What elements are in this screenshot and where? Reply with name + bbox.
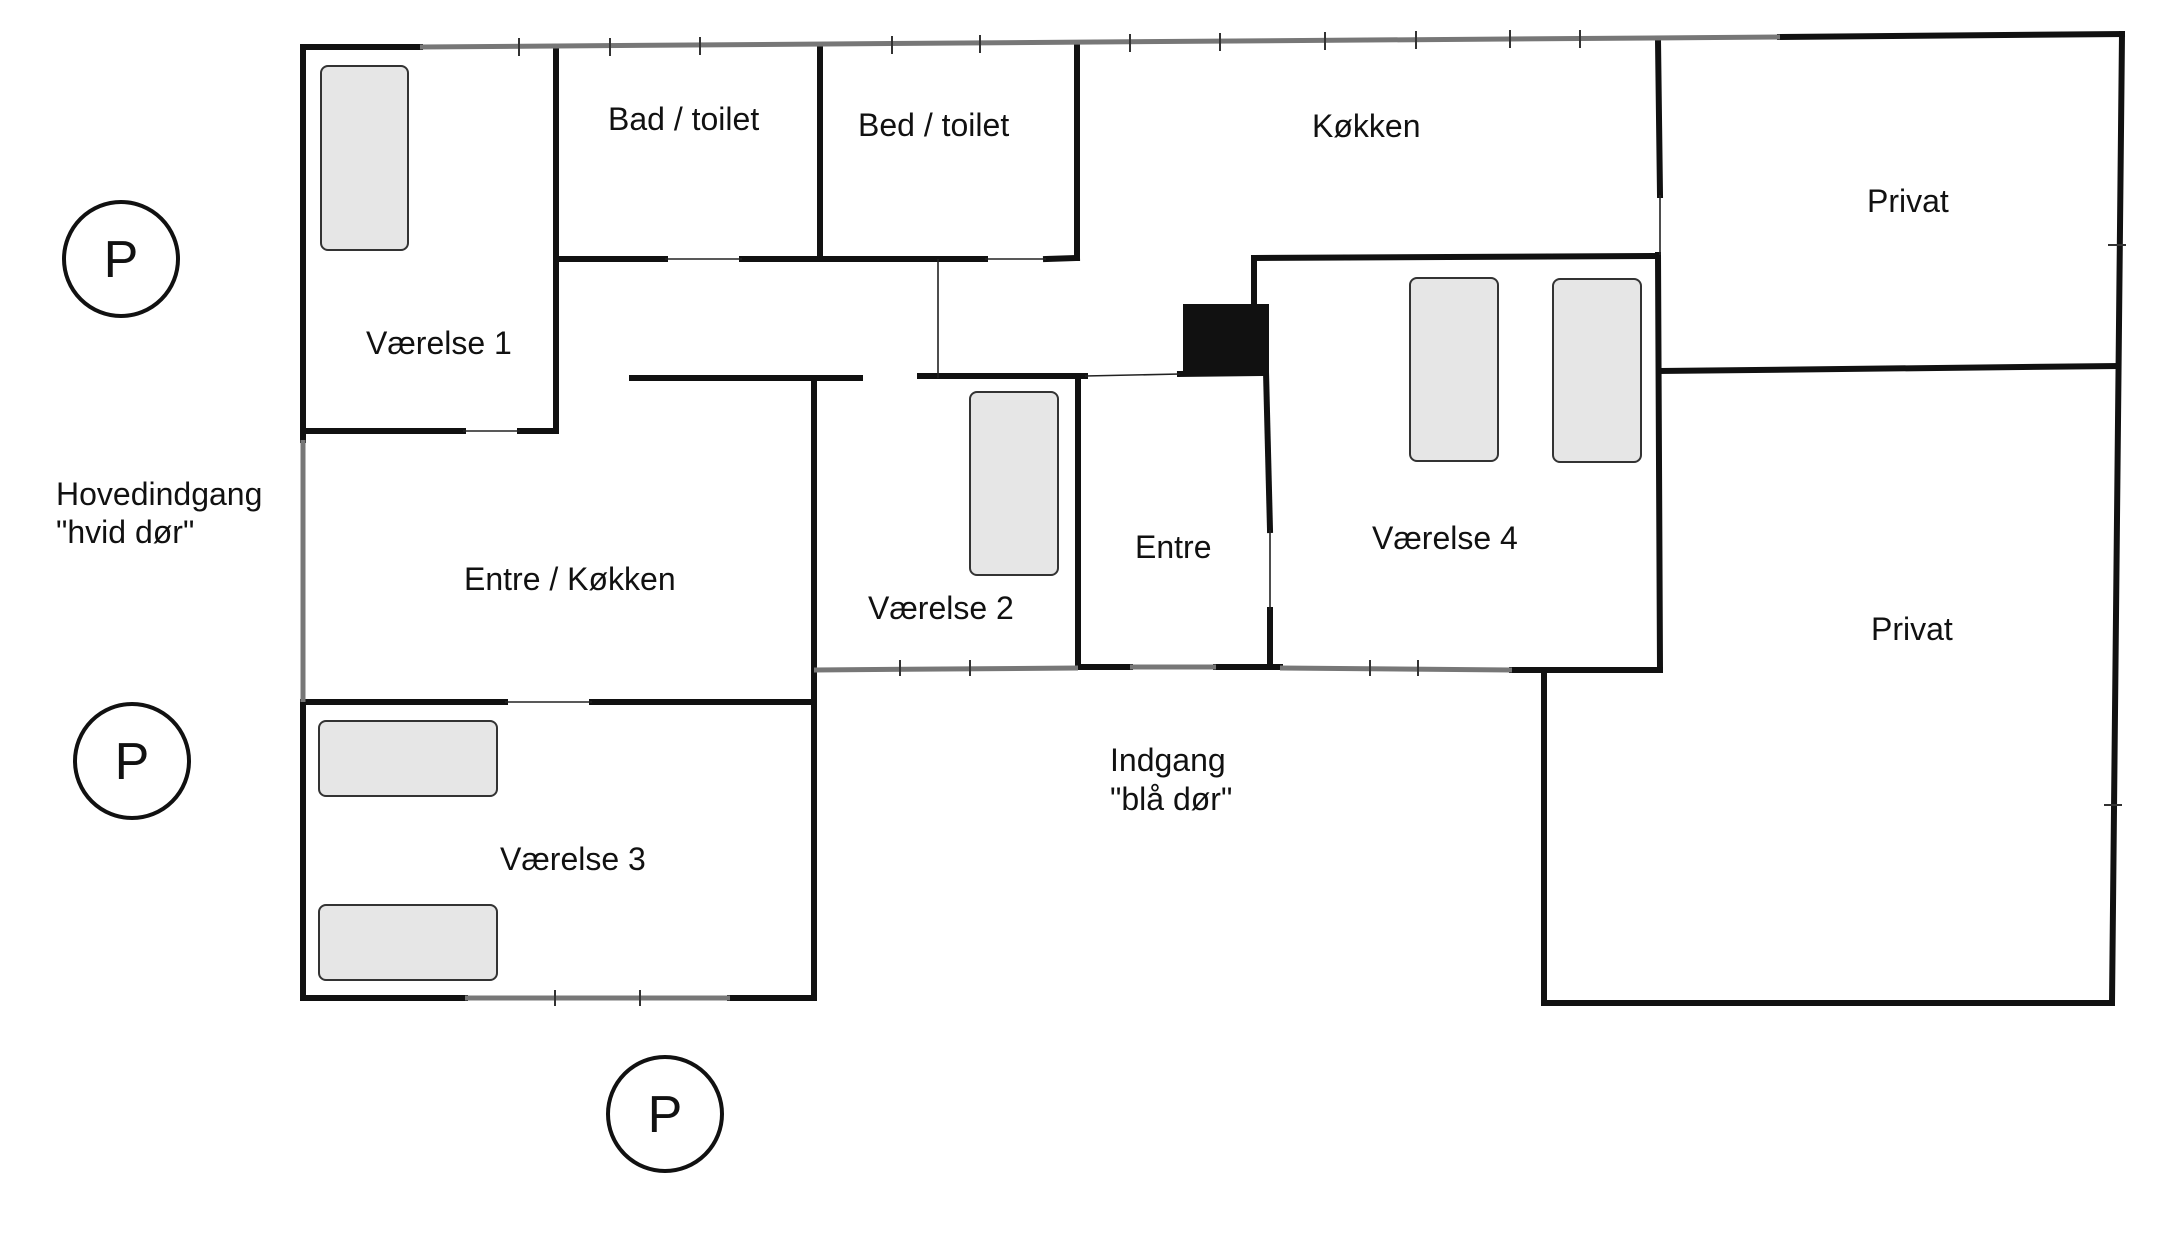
window-top — [419, 34, 1781, 50]
window-room4-bottom — [1279, 665, 1513, 673]
wall-room4-top — [1250, 252, 1662, 262]
parking-marker-1: P — [62, 200, 180, 318]
label-vaerelse3: Værelse 3 — [500, 841, 646, 877]
label-privat-bottom: Privat — [1871, 611, 1953, 647]
beds — [318, 65, 1642, 981]
wall-private-divider — [1656, 362, 2121, 375]
label-bed-toilet: Bed / toilet — [858, 107, 1009, 143]
bed-room2 — [969, 391, 1059, 576]
bed-room1 — [320, 65, 409, 251]
parking-label-3: P — [648, 1086, 683, 1144]
parking-marker-3: P — [606, 1055, 724, 1173]
bed-room3-a — [318, 720, 498, 797]
entrance-labels: Hovedindgang "hvid dør" Indgang "blå dør… — [56, 476, 1232, 817]
label-vaerelse1: Værelse 1 — [366, 325, 512, 361]
window-ticks — [518, 30, 2126, 1006]
label-vaerelse2: Værelse 2 — [868, 590, 1014, 626]
label-kokken: Køkken — [1312, 108, 1420, 144]
windows — [300, 34, 1781, 1001]
door-corridor — [1084, 373, 1181, 377]
bed-room4-b — [1552, 278, 1642, 463]
wall-private-top-left — [1654, 36, 1664, 199]
bed-room4-a — [1409, 277, 1499, 462]
label-privat-top: Privat — [1867, 183, 1949, 219]
parking-label-1: P — [104, 231, 139, 289]
doors — [463, 195, 1661, 703]
label-side-entrance-2: "blå dør" — [1110, 781, 1232, 817]
label-entre: Entre — [1135, 529, 1211, 565]
wall-right — [2108, 30, 2126, 1007]
wall-top-right — [1776, 30, 2126, 41]
label-main-entrance-2: "hvid dør" — [56, 514, 194, 550]
wall-room4-right — [1654, 251, 1664, 674]
parking-marker-2: P — [73, 702, 191, 820]
label-bad-toilet: Bad / toilet — [608, 101, 759, 137]
chimney — [1183, 304, 1269, 376]
window-room2-bottom — [813, 665, 1079, 673]
label-vaerelse4: Værelse 4 — [1372, 520, 1518, 556]
label-main-entrance-1: Hovedindgang — [56, 476, 262, 512]
parking-markers: P P P — [62, 200, 724, 1173]
parking-label-2: P — [115, 733, 150, 791]
label-entre-kokken: Entre / Køkken — [464, 561, 676, 597]
wall-room4-left — [1262, 368, 1274, 534]
bed-room3-b — [318, 904, 498, 981]
wall-bath-bottom-c — [1042, 254, 1081, 263]
room-labels: Bad / toilet Bed / toilet Køkken Privat … — [366, 101, 1953, 877]
label-side-entrance-1: Indgang — [1110, 742, 1226, 778]
walls — [300, 30, 2126, 1007]
